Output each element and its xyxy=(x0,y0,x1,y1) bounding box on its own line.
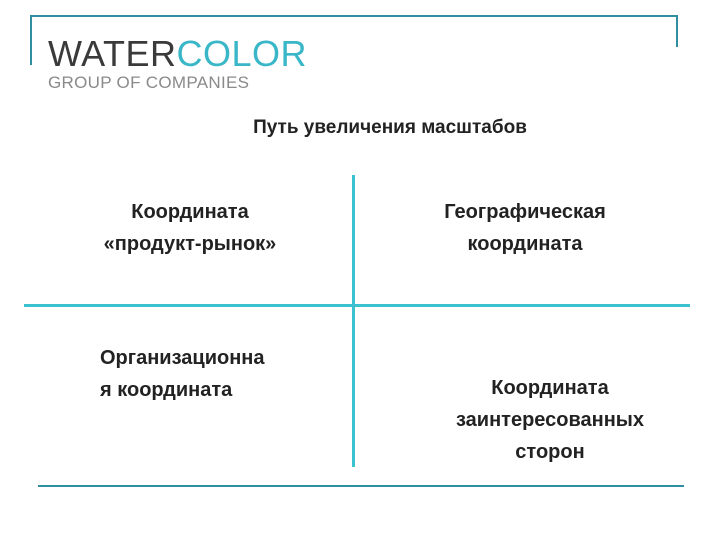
quadrant-top-left-label: Координата «продукт-рынок» xyxy=(103,201,277,255)
quadrant-vertical-axis xyxy=(352,175,355,467)
quadrant-top-right-label: Географическая координата xyxy=(444,201,606,255)
company-logo: WATERCOLOR GROUP OF COMPANIES xyxy=(48,34,348,92)
frame-left-line xyxy=(30,15,32,65)
logo-subtitle: GROUP OF COMPANIES xyxy=(48,73,250,92)
quadrant-bottom-left-label: Организационна я координата xyxy=(100,347,265,401)
slide-title: Путь увеличения масштабов xyxy=(253,117,527,138)
logo-word-part1: WATER xyxy=(48,33,177,74)
quadrant-bottom-right-label: Координата заинтересованных сторон xyxy=(455,377,645,463)
frame-right-line xyxy=(676,15,678,47)
logo-wordmark: WATERCOLOR xyxy=(48,34,348,74)
frame-bottom-line xyxy=(38,485,684,487)
quadrant-horizontal-axis xyxy=(24,304,690,307)
frame-top-line xyxy=(30,15,678,17)
logo-word-part2: COLOR xyxy=(176,33,308,74)
